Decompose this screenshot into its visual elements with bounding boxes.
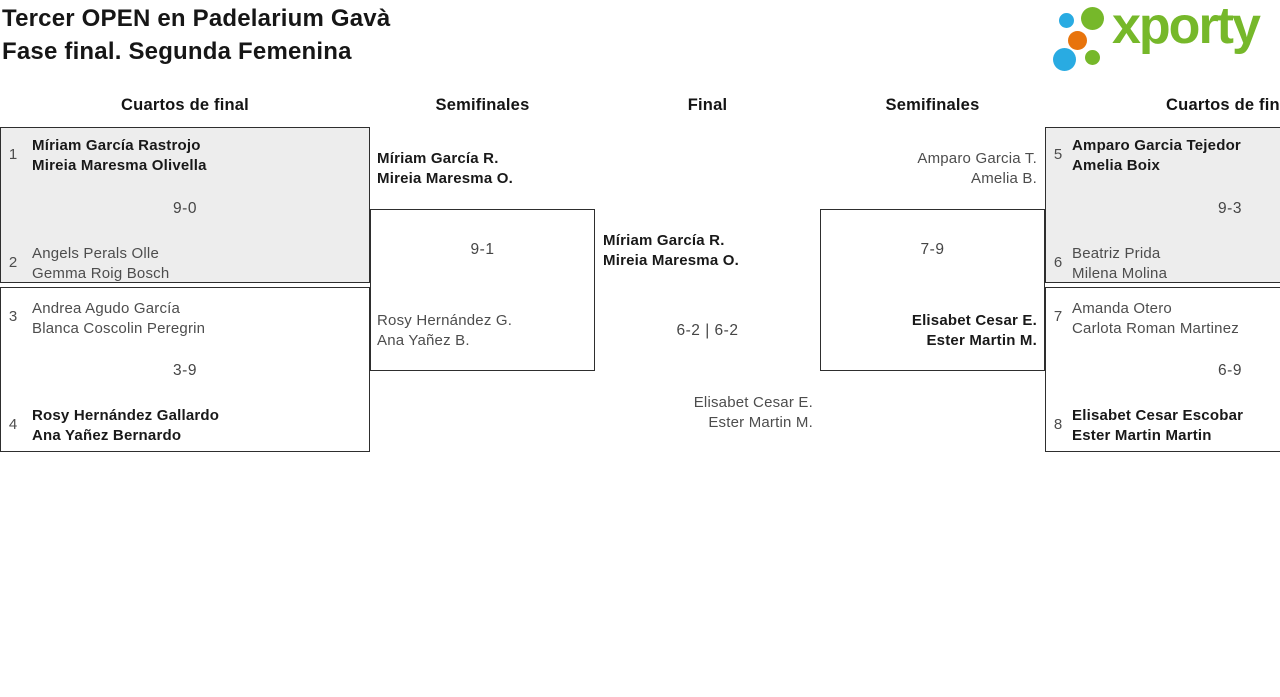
team-name-line: Amelia B. — [971, 169, 1037, 187]
team-name-line: Míriam García Rastrojo — [32, 137, 201, 154]
seed-number: 5 — [1053, 146, 1063, 163]
match-score: 6-9 — [1218, 362, 1242, 379]
team-name-line: Elisabet Cesar E. — [693, 394, 813, 411]
team-name-pair: Míriam García Rastrojo Mireia Maresma Ol… — [32, 136, 207, 175]
tournament-title: Tercer OPEN en Padelarium Gavà Fase fina… — [2, 2, 642, 68]
team-name-line: Carlota Roman Martinez — [1072, 319, 1239, 337]
team-name-line: Beatriz Prida — [1072, 245, 1161, 262]
seed-number: 7 — [1053, 308, 1063, 325]
seed-number: 4 — [8, 416, 18, 433]
team-name-line: Mireia Maresma Olivella — [32, 156, 207, 174]
team-name-pair: Beatriz Prida Milena Molina — [1072, 244, 1167, 283]
team-name-pair: Míriam García R. Mireia Maresma O. — [377, 149, 513, 188]
seed-number: 2 — [8, 254, 18, 271]
match-score: 9-0 — [173, 200, 197, 217]
logo-dot-green-small-icon — [1085, 50, 1100, 65]
team-name-line: Mireia Maresma O. — [377, 169, 513, 187]
team-name-pair: Rosy Hernández G. Ana Yañez B. — [377, 311, 512, 350]
seed-number: 6 — [1053, 254, 1063, 271]
logo-dot-orange-icon — [1068, 31, 1087, 50]
match-box-semifinal-left — [370, 209, 595, 371]
team-name-line: Mireia Maresma O. — [603, 251, 739, 269]
team-name-pair: Andrea Agudo García Blanca Coscolin Pere… — [32, 299, 205, 338]
team-name-line: Elisabet Cesar E. — [911, 312, 1037, 329]
tournament-title-line1: Tercer OPEN en Padelarium Gavà — [2, 5, 391, 32]
team-name-pair: Míriam García R. Mireia Maresma O. — [603, 231, 739, 270]
logo-dot-green-large-icon — [1081, 7, 1104, 30]
team-name-line: Míriam García R. — [377, 150, 499, 167]
team-name-line: Angels Perals Olle — [32, 245, 159, 262]
round-header-left-quarters: Cuartos de final — [121, 96, 249, 114]
match-score: 7-9 — [920, 241, 945, 258]
match-score: 9-1 — [470, 241, 495, 258]
team-name-line: Gemma Roig Bosch — [32, 264, 170, 282]
team-name-line: Milena Molina — [1072, 264, 1168, 282]
logo-dot-blue-small-icon — [1059, 13, 1074, 28]
match-box-qf4 — [1045, 287, 1280, 452]
team-name-pair: Elisabet Cesar Escobar Ester Martin Mart… — [1072, 406, 1243, 445]
team-name-pair: Rosy Hernández Gallardo Ana Yañez Bernar… — [32, 406, 219, 445]
team-name-pair: Amparo Garcia T. Amelia B. — [820, 149, 1037, 188]
match-box-semifinal-right — [820, 209, 1045, 371]
team-name-pair: Amanda Otero Carlota Roman Martinez — [1072, 299, 1239, 338]
match-score: 3-9 — [173, 362, 197, 379]
team-name-line: Míriam García R. — [603, 232, 725, 249]
team-name-line: Amparo Garcia T. — [917, 150, 1037, 167]
team-name-line: Rosy Hernández G. — [377, 312, 513, 329]
match-score: 9-3 — [1218, 200, 1242, 217]
match-score: 6-2 | 6-2 — [676, 322, 739, 339]
match-box-qf1 — [0, 127, 370, 283]
team-name-line: Ester Martin M. — [708, 413, 813, 431]
team-name-line: Amelia Boix — [1072, 156, 1161, 174]
xporty-logo-wordmark: xporty — [1112, 0, 1261, 55]
team-name-line: Ester Martin Martin — [1072, 426, 1212, 444]
round-header-left-semis: Semifinales — [435, 96, 530, 114]
seed-number: 1 — [8, 146, 18, 163]
tournament-title-line2: Fase final. Segunda Femenina — [2, 38, 352, 65]
team-name-line: Ana Yañez Bernardo — [32, 426, 182, 444]
team-name-pair: Angels Perals Olle Gemma Roig Bosch — [32, 244, 169, 283]
xporty-logo[interactable]: xporty — [1050, 0, 1276, 72]
team-name-pair: Amparo Garcia Tejedor Amelia Boix — [1072, 136, 1241, 175]
team-name-pair: Elisabet Cesar E. Ester Martin M. — [595, 393, 813, 432]
team-name-line: Elisabet Cesar Escobar — [1072, 407, 1244, 424]
seed-number: 3 — [8, 308, 18, 325]
team-name-line: Ana Yañez B. — [377, 331, 470, 349]
seed-number: 8 — [1053, 416, 1063, 433]
round-header-right-semis: Semifinales — [885, 96, 980, 114]
match-box-qf3 — [1045, 127, 1280, 283]
team-name-line: Rosy Hernández Gallardo — [32, 407, 220, 424]
team-name-line: Ester Martin M. — [926, 331, 1037, 349]
team-name-line: Amparo Garcia Tejedor — [1072, 137, 1241, 154]
round-header-right-quarters: Cuartos de final — [1166, 96, 1280, 114]
team-name-line: Amanda Otero — [1072, 300, 1172, 317]
team-name-line: Andrea Agudo García — [32, 300, 181, 317]
team-name-pair: Elisabet Cesar E. Ester Martin M. — [820, 311, 1037, 350]
team-name-line: Blanca Coscolin Peregrin — [32, 319, 206, 337]
match-box-qf2 — [0, 287, 370, 452]
round-header-final: Final — [687, 96, 728, 114]
logo-dot-blue-large-icon — [1053, 48, 1076, 71]
